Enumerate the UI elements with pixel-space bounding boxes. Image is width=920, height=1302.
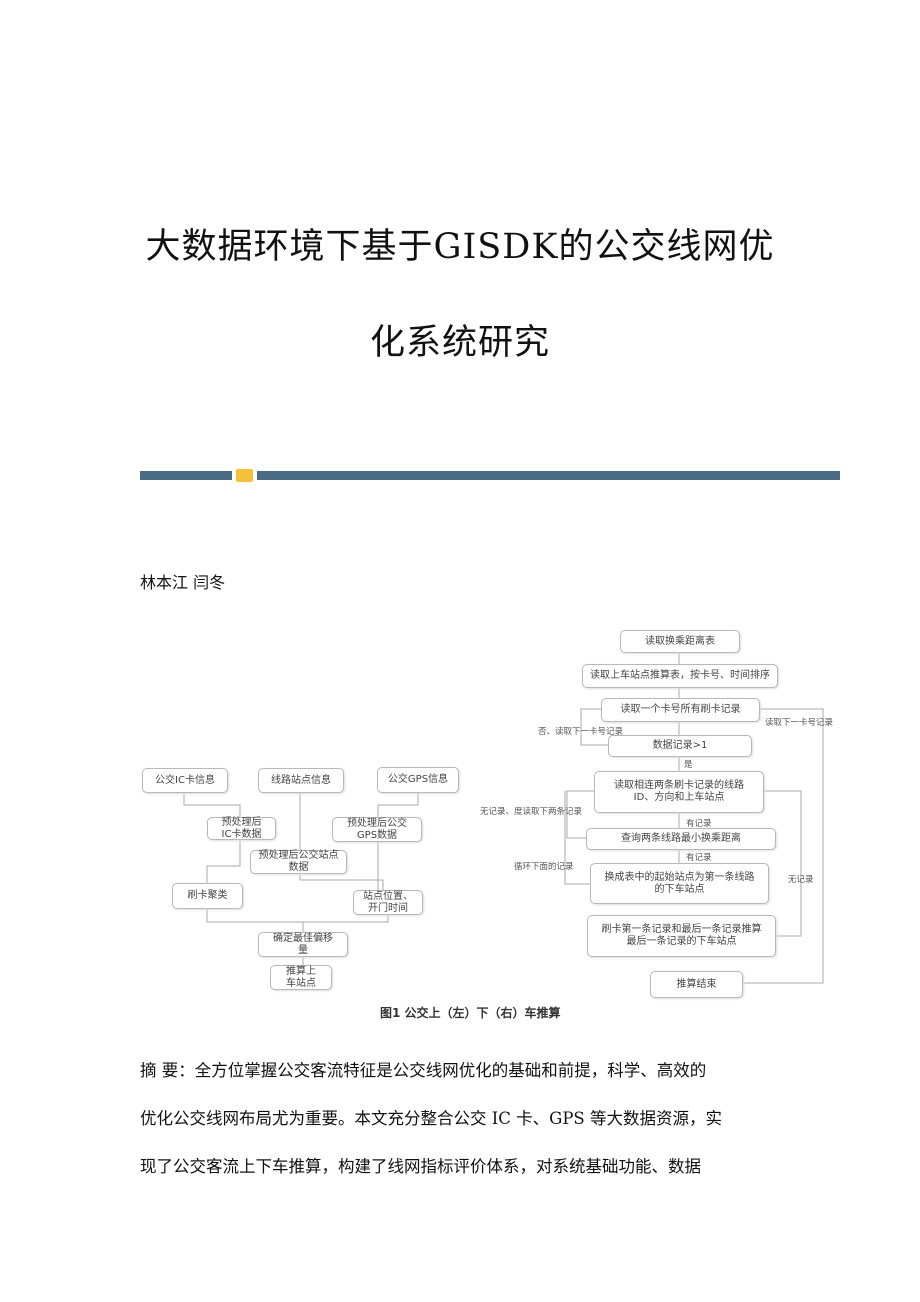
box-ic-preprocessed: 预处理后IC卡数据 bbox=[207, 817, 276, 840]
box-query-min-transfer: 查询两条线路最小换乘距离 bbox=[586, 828, 776, 850]
label-no-record-next-two: 无记录、度读取下两条记录 bbox=[480, 807, 583, 817]
label-loop-records: 循环下面的记录 bbox=[514, 862, 574, 872]
box-line-stop-info: 线路站点信息 bbox=[258, 768, 344, 793]
box-ic-card-info: 公交IC卡信息 bbox=[142, 768, 228, 793]
authors: 林本江 闫冬 bbox=[140, 573, 226, 592]
divider-ornament-icon bbox=[236, 469, 253, 482]
box-inference-end: 推算结束 bbox=[650, 971, 743, 998]
title-line-2: 化系统研究 bbox=[369, 323, 550, 363]
box-gps-info: 公交GPS信息 bbox=[377, 767, 459, 793]
box-read-boarding-table: 读取上车站点推算表，按卡号、时间排序 bbox=[582, 664, 778, 688]
box-read-transfer-table: 读取换乘距离表 bbox=[620, 630, 740, 653]
box-read-adjacent-records: 读取相连两条刷卡记录的线路ID、方向和上车站点 bbox=[594, 771, 764, 813]
label-has-record-1: 有记录 bbox=[686, 819, 712, 829]
box-card-clustering: 刷卡聚类 bbox=[172, 883, 243, 909]
abstract: 摘 要：全方位掌握公交客流特征是公交线网优化的基础和前提，科学、高效的 优化公交… bbox=[140, 1047, 780, 1191]
divider-rule-right bbox=[257, 471, 840, 480]
label-has-record-2: 有记录 bbox=[686, 853, 712, 863]
box-gps-preprocessed: 预处理后公交GPS数据 bbox=[332, 817, 422, 842]
box-read-card-records: 读取一个卡号所有刷卡记录 bbox=[601, 698, 760, 722]
divider-rule-left bbox=[140, 471, 232, 480]
label-no-record: 无记录 bbox=[788, 875, 814, 885]
box-stop-door-time: 站点位置、开门时间 bbox=[353, 890, 423, 915]
box-records-gt-1: 数据记录>1 bbox=[608, 735, 752, 757]
title-line-1: 大数据环境下基于GISDK的公交线网优 bbox=[145, 227, 775, 267]
label-yes: 是 bbox=[684, 760, 693, 770]
box-infer-boarding: 推算上车站点 bbox=[270, 965, 332, 990]
abstract-line: 优化公交线网布局尤为重要。本文充分整合公交 IC 卡、GPS 等大数据资源，实 bbox=[140, 1109, 722, 1128]
box-stop-preprocessed: 预处理后公交站点数据 bbox=[250, 850, 347, 874]
abstract-line: 现了公交客流上下车推算，构建了线网指标评价体系，对系统基础功能、数据 bbox=[140, 1157, 701, 1176]
box-transfer-alighting: 换成表中的起始站点为第一条线路的下车站点 bbox=[590, 863, 769, 904]
box-best-offset: 确定最佳偏移量 bbox=[258, 932, 348, 957]
abstract-line: 摘 要：全方位掌握公交客流特征是公交线网优化的基础和前提，科学、高效的 bbox=[140, 1061, 707, 1080]
box-last-record-alighting: 刷卡第一条记录和最后一条记录推算最后一条记录的下车站点 bbox=[587, 915, 776, 957]
figure-caption: 图1 公交上（左）下（右）车推算 bbox=[380, 1006, 561, 1020]
label-no-next-card: 否、读取下一卡号记录 bbox=[538, 727, 624, 737]
label-read-next-card: 读取下一卡号记录 bbox=[765, 718, 834, 728]
